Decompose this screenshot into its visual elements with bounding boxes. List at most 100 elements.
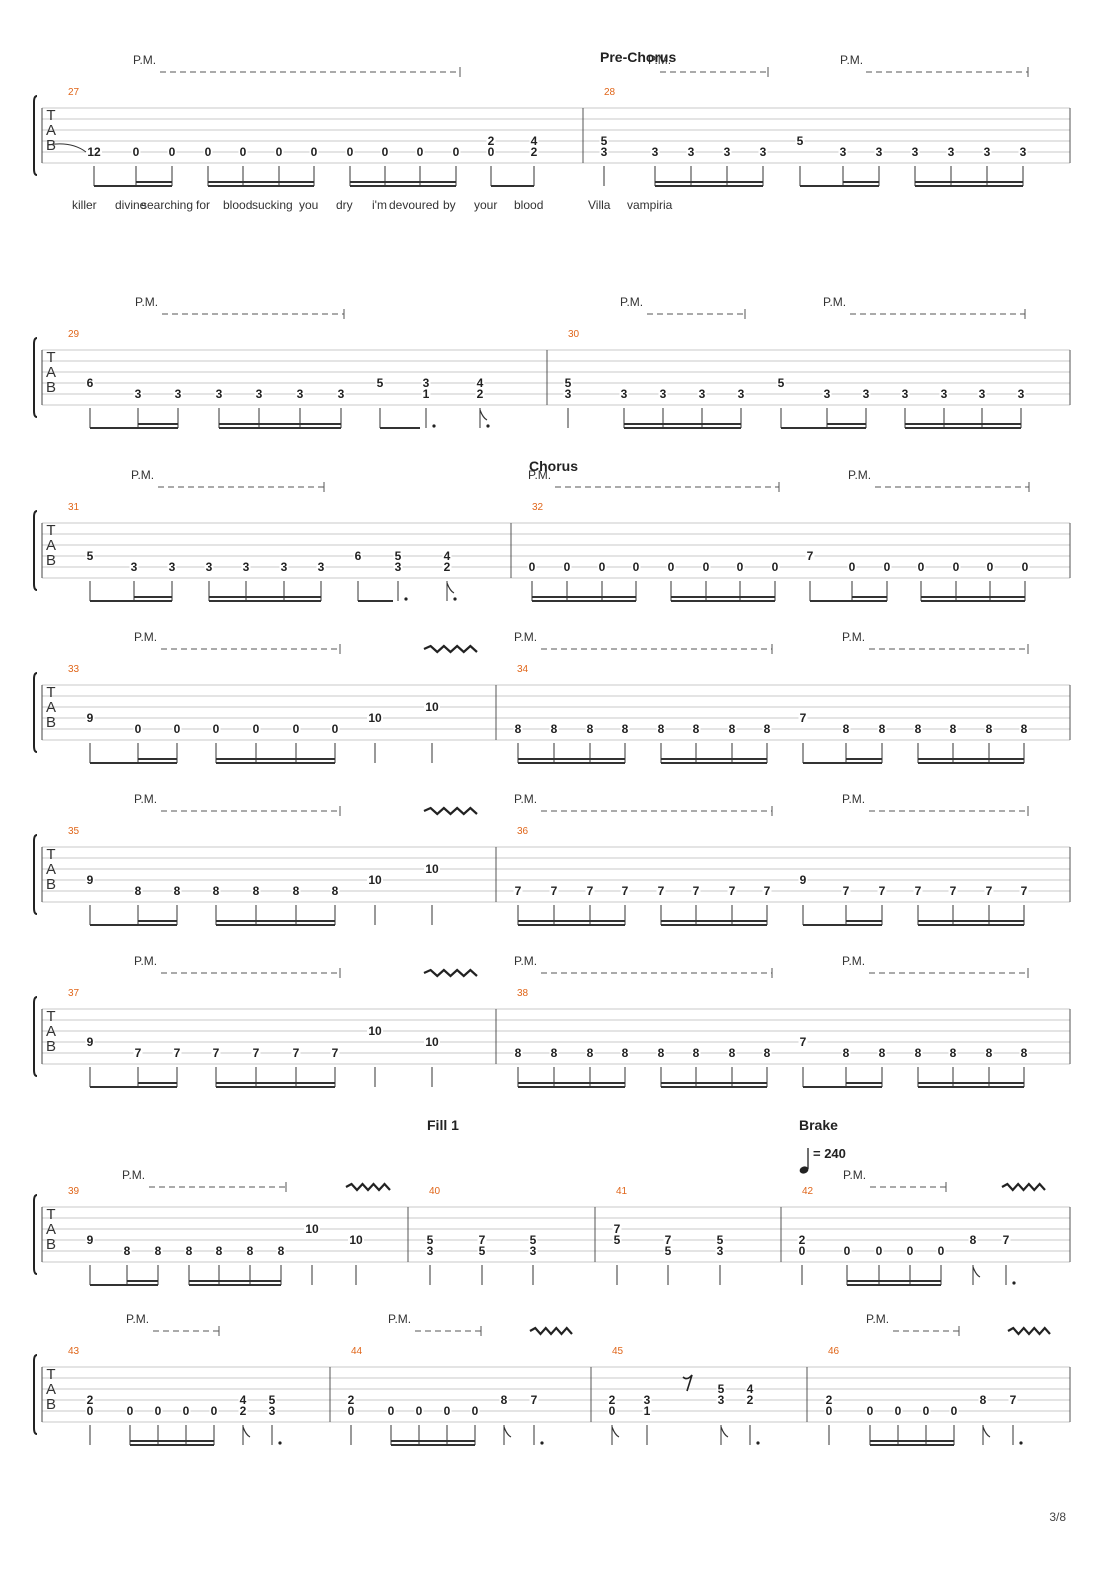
fret-bg [470,1405,480,1416]
fret-bg [745,1383,755,1394]
fret-bg [241,561,251,572]
palm-mute-label: P.M. [842,630,865,644]
note-flag [982,1426,991,1438]
fret-bg [585,723,595,734]
tab-clef-letter: B [46,1396,56,1413]
slur [47,143,87,153]
measure-number: 34 [517,664,529,675]
fret-bg [425,1234,435,1245]
fret-bg [861,388,871,399]
fret-number: 7 [986,884,993,898]
palm-mute-label: P.M. [122,1168,145,1182]
fret-bg [184,1245,194,1256]
fret-number: 4 [444,549,451,563]
vibrato-mark [423,968,478,978]
fret-number: 5 [665,1244,672,1258]
fret-bg [414,1405,424,1416]
fret-number: 9 [87,711,94,725]
fret-number: 8 [622,1046,629,1060]
measure-number: 38 [517,988,529,999]
fret-bg [984,723,994,734]
fret-number: 5 [87,549,94,563]
fret-number: 0 [907,1244,914,1258]
fret-number: 0 [311,145,318,159]
fret-bg [968,1234,978,1245]
measure-number: 28 [604,87,616,98]
fret-bg [549,1047,559,1058]
fret-number: 8 [186,1244,193,1258]
lyric-word: for [196,198,210,212]
fret-bg [415,146,425,157]
fret-bg [424,701,440,712]
lyric-word: devoured [389,198,439,212]
fret-number: 8 [278,1244,285,1258]
fret-bg [736,388,746,399]
fret-bg [585,885,595,896]
fret-bg [153,1405,163,1416]
fret-bg [424,1036,440,1047]
fret-number: 8 [950,1046,957,1060]
fret-number: 7 [213,1046,220,1060]
fret-bg [442,1405,452,1416]
fret-number: 8 [843,1046,850,1060]
fret-bg [203,146,213,157]
fret-bg [380,146,390,157]
fret-number: 7 [135,1046,142,1060]
fret-number: 0 [444,1404,451,1418]
fret-bg [421,377,431,388]
fret-number: 0 [416,1404,423,1418]
fret-bg [421,388,431,399]
fret-number: 8 [986,1046,993,1060]
fret-number: 0 [867,1404,874,1418]
fret-bg [599,146,609,157]
fret-number: 5 [717,1233,724,1247]
lyric-word: dry [336,198,353,212]
fret-number: 0 [127,1404,134,1418]
fret-number: 7 [807,549,814,563]
fret-number: 8 [587,1046,594,1060]
fret-bg [499,1394,509,1405]
fret-number: 10 [305,1222,319,1236]
fret-number: 0 [382,145,389,159]
duration-dot [404,597,408,601]
fret-number: 8 [986,722,993,736]
fret-number: 3 [840,145,847,159]
fret-bg [946,146,956,157]
fret-bg [475,388,485,399]
fret-bg [921,1405,931,1416]
fret-number: 10 [368,873,382,887]
palm-mute-label: P.M. [848,468,871,482]
fret-bg [291,885,301,896]
fret-bg [905,1245,915,1256]
measure-number: 33 [68,664,80,675]
duration-dot [432,424,436,428]
measure-number: 37 [68,988,80,999]
fret-bg [716,1383,726,1394]
measure-number: 36 [517,826,529,837]
fret-number: 3 [652,145,659,159]
fret-bg [798,1036,808,1047]
fret-number: 0 [488,145,495,159]
tab-clef-letter: A [46,1381,56,1398]
tab-clef-letter: B [46,552,56,569]
measure-number: 30 [568,329,580,340]
tab-clef-letter: A [46,699,56,716]
fret-number: 8 [293,884,300,898]
fret-number: 8 [970,1233,977,1247]
measure-number: 45 [612,1346,624,1357]
fret-bg [173,388,183,399]
fret-number: 6 [87,376,94,390]
system-bracket [33,672,38,753]
fret-number: 3 [621,387,628,401]
lyric-word: divine [115,198,147,212]
fret-bg [877,1047,887,1058]
fret-bg [936,1245,946,1256]
fret-bg [1020,561,1030,572]
fret-number: 3 [660,387,667,401]
fret-bg [563,377,573,388]
palm-mute-label: P.M. [528,468,551,482]
fret-bg [238,1394,248,1405]
measure-number: 46 [828,1346,840,1357]
fret-bg [153,1245,163,1256]
fret-number: 3 [131,560,138,574]
